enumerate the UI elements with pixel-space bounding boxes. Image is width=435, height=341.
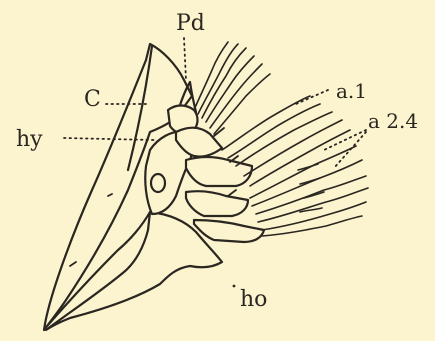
leader-hy xyxy=(64,138,154,140)
label-pd: Pd xyxy=(176,11,205,36)
label-a24: a 2.4 xyxy=(368,109,418,133)
label-ho: ho xyxy=(240,287,267,312)
label-hy: hy xyxy=(16,127,43,152)
leader-pd xyxy=(184,38,186,80)
ho-mark xyxy=(233,285,236,288)
label-c: C xyxy=(84,87,101,112)
label-a1: a.1 xyxy=(336,79,367,103)
fin-rays-upper xyxy=(194,42,270,134)
hypocoracoid-bone xyxy=(46,212,222,330)
leader-a1 xyxy=(296,90,328,104)
